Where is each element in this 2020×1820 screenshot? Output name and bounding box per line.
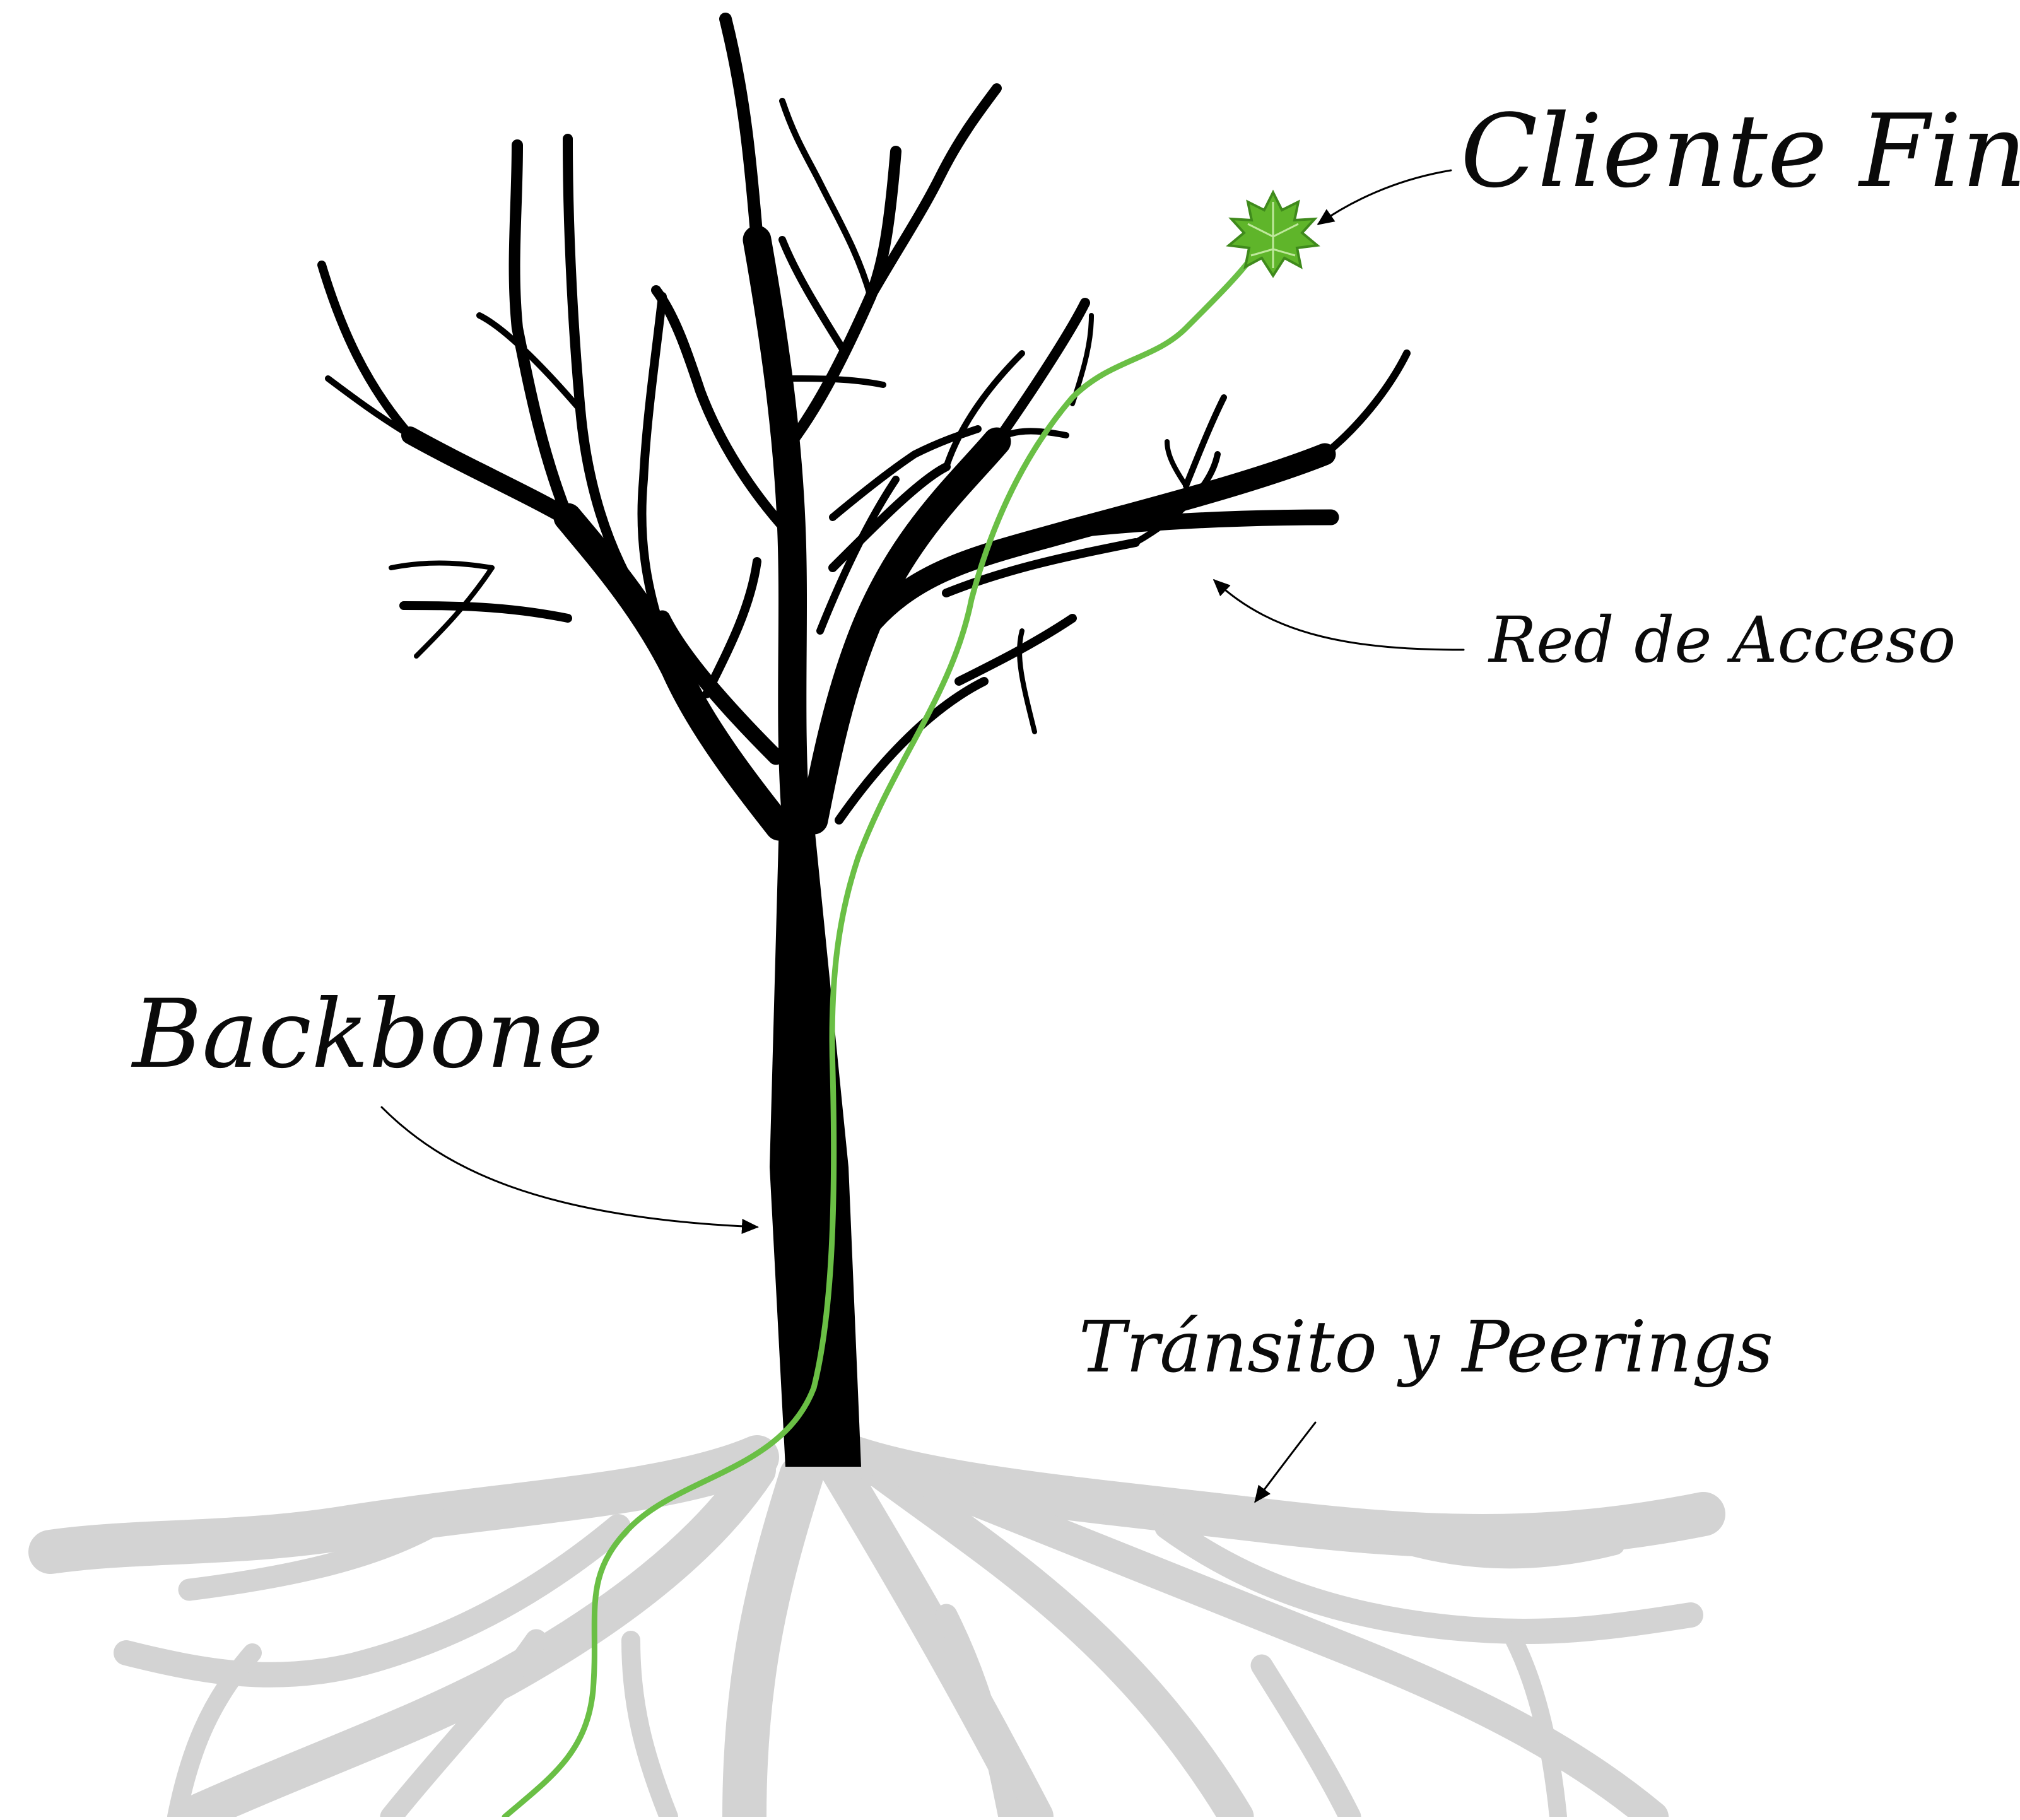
green-cable (502, 249, 1259, 1820)
arrow-backbone (380, 1106, 759, 1234)
label-transito-y-peerings: Tránsito y Peerings (1079, 1306, 1773, 1388)
label-backbone: Backbone (132, 980, 604, 1089)
roots (28, 1435, 1725, 1820)
tree-trunk-and-branches (317, 13, 1411, 1467)
trunk (770, 820, 861, 1467)
label-red-de-acceso: Red de Acceso (1489, 603, 1956, 677)
arrow-cliente-final (1317, 169, 1452, 225)
label-cliente-final: Cliente Final (1460, 92, 2020, 210)
arrow-transito (1254, 1421, 1317, 1503)
arrow-red-de-acceso (1213, 578, 1465, 651)
leaf-icon (1226, 189, 1320, 278)
annotation-arrows (380, 169, 1465, 1503)
